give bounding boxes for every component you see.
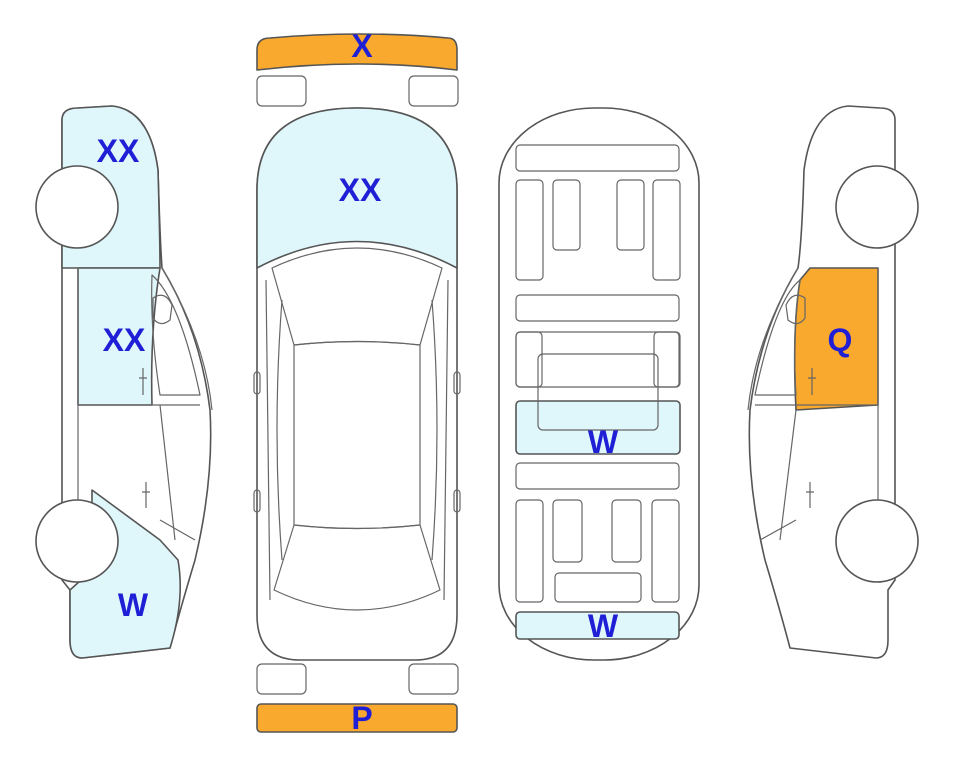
under-rear-left-rail [515, 499, 544, 603]
top-right-side-line [443, 279, 449, 601]
left-mirror [152, 294, 173, 325]
top-right-mirror [453, 371, 461, 395]
car-top-view: X XX P [253, 28, 461, 736]
right-a-pillar [747, 267, 799, 411]
front-bumper-panel[interactable] [256, 33, 458, 71]
left-rear-handle [139, 368, 147, 395]
rear-bumper-panel[interactable] [256, 703, 458, 733]
underbody-outline [498, 107, 700, 661]
right-window [754, 279, 801, 396]
top-right-door-line [431, 299, 438, 561]
under-fuel-tank [537, 353, 659, 431]
rear-right-lamp [408, 663, 459, 695]
right-front-handle [806, 482, 814, 508]
right-body-outline [748, 105, 896, 659]
under-mid-crossmember [515, 294, 680, 322]
under-front-left-rail [515, 179, 544, 281]
under-rear-crossmember [515, 462, 680, 490]
front-right-lamp [408, 75, 459, 107]
rear-left-lamp [256, 663, 307, 695]
rear-bumper-code: P [351, 700, 372, 736]
left-rear-door-code: XX [103, 322, 146, 358]
hood-code: XX [339, 172, 382, 208]
left-window [151, 274, 201, 396]
right-rear-door-code: Q [828, 322, 853, 358]
underbody-front-panel[interactable] [515, 611, 680, 640]
car-underbody-view: W W [498, 107, 700, 661]
top-roof [293, 340, 421, 530]
car-right-side-view: Q [747, 105, 919, 659]
underbody-middle-panel[interactable] [515, 400, 681, 455]
right-front-door-line [755, 404, 878, 541]
under-rear-right-rail [651, 499, 680, 603]
car-left-side-view: XX XX W [35, 105, 213, 659]
left-rear-fender-code: XX [97, 133, 140, 169]
left-front-wheel [35, 499, 119, 583]
under-rear-right-inner [611, 499, 642, 563]
hood-panel[interactable] [256, 107, 458, 269]
under-floor-band [515, 331, 680, 388]
top-left-door-line [276, 299, 283, 561]
under-front-right-rail [652, 179, 681, 281]
top-right-rear-handle [453, 489, 461, 513]
under-front-left-inner [552, 179, 581, 251]
under-front-right-inner [616, 179, 645, 251]
front-bumper-code: X [351, 28, 373, 64]
under-front-crossmember [515, 144, 680, 172]
underbody-middle-code: W [588, 424, 619, 460]
right-rear-handle [808, 368, 816, 395]
right-mirror [785, 294, 806, 325]
left-front-door-line [78, 404, 200, 541]
underbody-front-code: W [588, 608, 619, 644]
left-a-pillar [161, 267, 213, 411]
front-left-lamp [256, 75, 307, 107]
under-rear-left-inner [552, 499, 583, 563]
left-front-fender-code: W [118, 587, 149, 623]
under-rear-axle [554, 572, 642, 603]
top-left-mirror [253, 371, 261, 395]
right-front-wheel [835, 499, 919, 583]
top-left-side-line [265, 279, 271, 601]
right-rear-wheel [835, 165, 919, 249]
top-rear-window [273, 524, 441, 611]
left-rear-wheel [35, 165, 119, 249]
top-windshield [271, 247, 443, 346]
top-left-rear-handle [253, 489, 261, 513]
left-front-handle [142, 482, 150, 508]
